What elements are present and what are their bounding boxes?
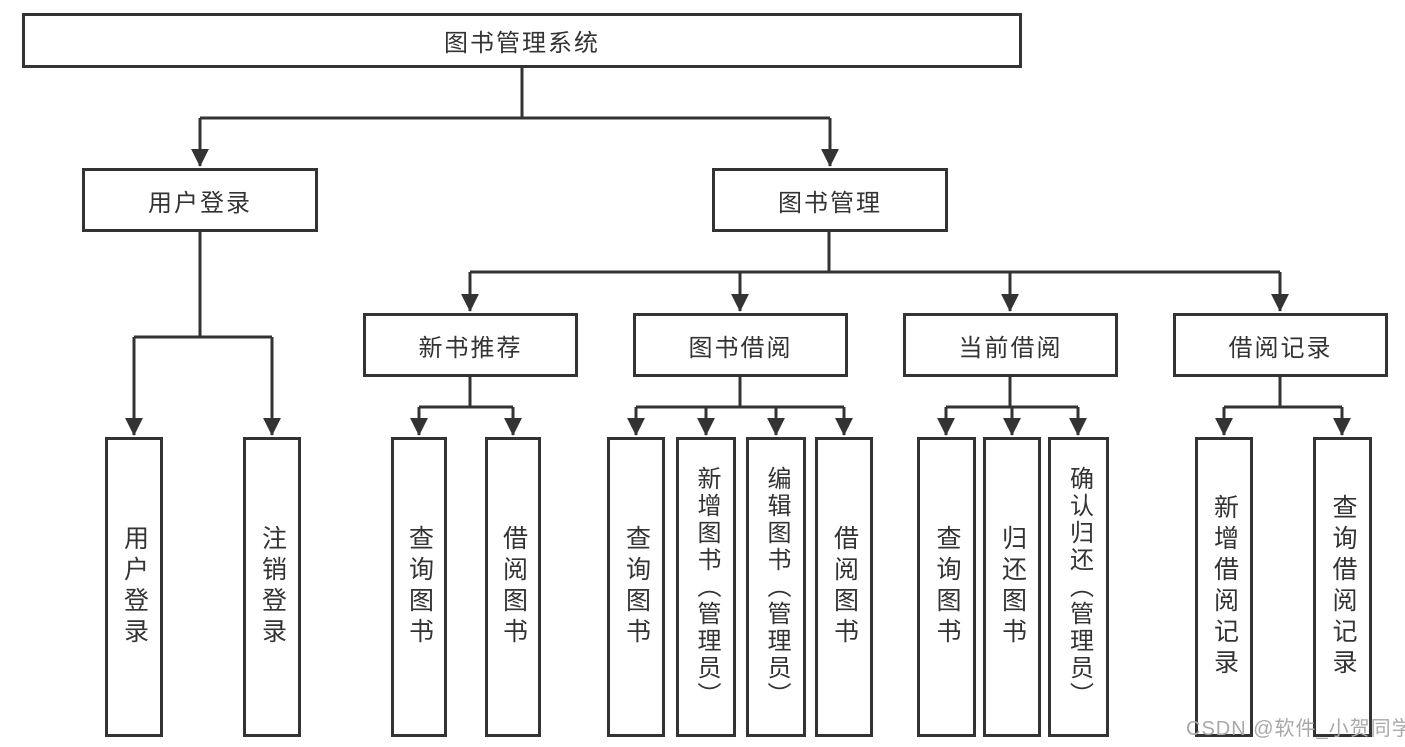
node-user-login: 用户登录	[82, 168, 318, 232]
csdn-watermark: CSDN @软件_小贺同学	[1186, 718, 1405, 740]
leaf-logout: 注销登录	[243, 437, 301, 737]
leaf-nb-borrow-books: 借阅图书	[485, 437, 541, 737]
leaf-br-query-record: 查询借阅记录	[1313, 437, 1372, 737]
leaf-br-add-record: 新增借阅记录	[1195, 437, 1253, 737]
root-box-library-system: 图书管理系统	[22, 13, 1022, 68]
leaf-bb-borrow-books: 借阅图书	[815, 437, 873, 737]
leaf-nb-query-books: 查询图书	[391, 437, 447, 737]
leaf-bb-add-books-admin: 新增图书（管理员）	[676, 437, 736, 737]
node-book-borrow: 图书借阅	[633, 313, 848, 377]
node-new-book-recommend: 新书推荐	[363, 313, 578, 377]
leaf-user-login: 用户登录	[105, 437, 163, 737]
leaf-cb-return-books: 归还图书	[983, 437, 1041, 737]
leaf-bb-query-books: 查询图书	[607, 437, 665, 737]
leaf-cb-query-books: 查询图书	[917, 437, 976, 737]
leaf-bb-edit-books-admin: 编辑图书（管理员）	[746, 437, 806, 737]
node-current-borrow: 当前借阅	[903, 313, 1118, 377]
node-book-management: 图书管理	[712, 168, 948, 232]
leaf-cb-confirm-return-admin: 确认归还（管理员）	[1048, 437, 1109, 737]
node-borrow-records: 借阅记录	[1173, 313, 1388, 377]
